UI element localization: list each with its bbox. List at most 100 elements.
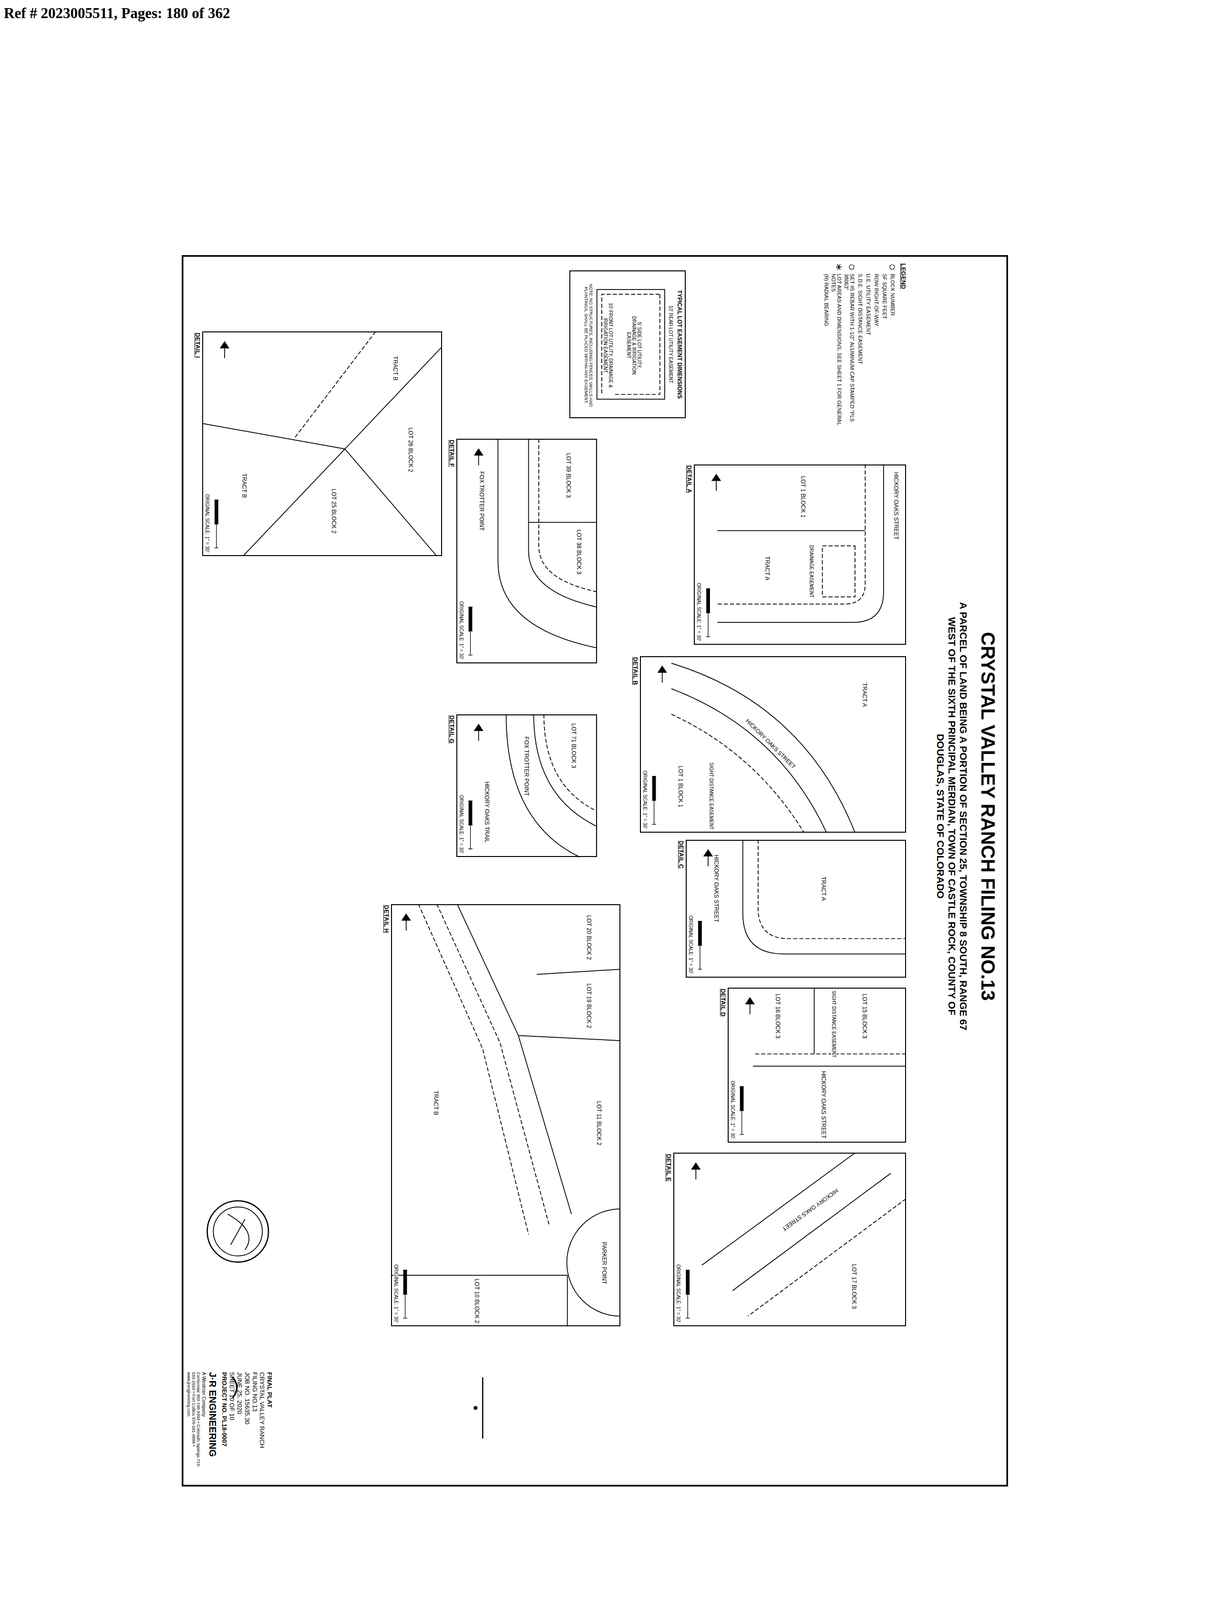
- detail-box: DETAIL EORIGINAL SCALE: 1" = 30'LOT 17 B…: [673, 1152, 907, 1327]
- plat-label: LOT 20 BLOCK 2: [585, 914, 593, 961]
- scale-note: ORIGINAL SCALE: 1" = 30': [204, 494, 210, 553]
- detail-heading: DETAIL D: [719, 988, 727, 1017]
- detail-box: DETAIL DORIGINAL SCALE: 1" = 30'LOT 15 B…: [727, 987, 907, 1143]
- plat-label: HICKORY OAKS STREET: [712, 854, 720, 923]
- plat-label: LOT 16 BLOCK 3: [774, 993, 782, 1040]
- legend-row: BLOCK NUMBER: [888, 263, 896, 429]
- detail-box: DETAIL GORIGINAL SCALE: 1" = 30'LOT 71 B…: [456, 714, 598, 857]
- scale-note: ORIGINAL SCALE: 1" = 30': [675, 1264, 681, 1323]
- easement-note: NOTE: NO STRUCTURES, INCLUDING FENCES, W…: [583, 276, 594, 415]
- detail-heading: DETAIL C: [677, 840, 685, 869]
- legend-symbol: [835, 263, 843, 274]
- scale-note: ORIGINAL SCALE: 1" = 30': [688, 915, 694, 974]
- easement-heading: TYPICAL LOT EASEMENT DIMENSIONS: [676, 273, 683, 416]
- detail-box: DETAIL BORIGINAL SCALE: 1" = 30'HICKORY …: [639, 656, 907, 833]
- detail-heading: DETAIL I: [194, 332, 202, 358]
- plat-label: LOT 17 BLOCK 3: [850, 1263, 858, 1310]
- plat-label: FOX TROTTER POINT: [523, 736, 530, 797]
- plat-label: LOT 26 BLOCK 2: [407, 426, 414, 473]
- legend-panel: LEGENDBLOCK NUMBERSF SQUARE FEETROW RIGH…: [821, 263, 908, 429]
- title-block-text: JUNE 25, 2020: [236, 1371, 244, 1470]
- legend-row: SET #5 REBAR WITH 1-1/2" ALUMINUM CAP ST…: [843, 263, 856, 429]
- detail-heading: DETAIL A: [685, 465, 693, 494]
- scale-note: ORIGINAL SCALE: 1" = 30': [730, 1080, 736, 1139]
- plat-label: LOT 11 BLOCK 2: [595, 1100, 603, 1146]
- plat-label: FOX TROTTER POINT: [478, 470, 485, 531]
- page-reference: Ref # 2023005511, Pages: 180 of 362: [3, 4, 230, 22]
- detail-heading: DETAIL E: [665, 1153, 673, 1182]
- plat-label: TRACT B: [240, 473, 248, 499]
- title-block-text: A Westrian Company: [201, 1371, 207, 1470]
- easement-note: 10' FRONT LOT UTILITY, DRAINAGE & IRRIGA…: [602, 295, 614, 396]
- easement-note: 5' SIDE LOT UTILITY, DRAINAGE & IRRIGATI…: [626, 309, 642, 382]
- plat-label: LOT 39 BLOCK 3: [565, 452, 572, 499]
- easement-note: 10' REAR LOT UTILITY EASEMENT: [668, 273, 674, 416]
- legend-row: (R) RADIAL BEARING: [822, 263, 830, 429]
- legend-text: ROW RIGHT-OF-WAY: [873, 273, 880, 327]
- detail-box: DETAIL AORIGINAL SCALE: 1" = 30'HICKORY …: [693, 464, 907, 646]
- legend-text: S.D.E. SIGHT DISTANCE EASEMENT: [857, 273, 864, 365]
- plat-label: LOT 19 BLOCK 2: [585, 982, 593, 1029]
- legend-row: SF SQUARE FEET: [880, 263, 888, 429]
- plat-label: HICKORY OAKS TRAIL: [483, 781, 491, 844]
- legend-text: SF SQUARE FEET: [881, 273, 888, 320]
- plat-illustration: [181, 255, 1009, 1487]
- detail-box: DETAIL CORIGINAL SCALE: 1" = 30'TRACT AH…: [685, 839, 907, 978]
- plat-label: TRACT A: [763, 556, 771, 581]
- sheet-title: CRYSTAL VALLEY RANCH FILING NO.13: [977, 631, 999, 1001]
- detail-heading: DETAIL F: [448, 439, 456, 467]
- legend-row: LOT AREAS AND DIMENSIONS, SEE SHEET 1 FO…: [830, 263, 843, 429]
- plat-label: LOT 71 BLOCK 3: [570, 722, 578, 769]
- scale-note: ORIGINAL SCALE: 1" = 30': [642, 770, 648, 829]
- title-block-text: FINAL PLAT: [266, 1371, 274, 1470]
- title-block-text: PROJECT NO. PL18-0007: [220, 1371, 228, 1470]
- legend-row: S.D.E. SIGHT DISTANCE EASEMENT: [856, 263, 864, 429]
- plat-label: HICKORY OAKS STREET: [892, 471, 900, 541]
- legend-symbol: [880, 263, 888, 274]
- title-block: FINAL PLATCRYSTAL VALLEY RANCH FILING NO…: [186, 1371, 274, 1470]
- legend-text: BLOCK NUMBER: [889, 273, 896, 316]
- legend-heading: LEGEND: [899, 263, 907, 289]
- title-block-text: CRYSTAL VALLEY RANCH FILING NO.13: [251, 1371, 266, 1470]
- legend-symbol: [864, 263, 872, 274]
- plat-label: TRACT B: [432, 1090, 440, 1116]
- easement-detail-box: TYPICAL LOT EASEMENT DIMENSIONS10' REAR …: [569, 270, 686, 419]
- legend-symbol: [872, 263, 880, 274]
- plat-label: LOT 1 BLOCK 1: [799, 475, 807, 518]
- plat-sheet: CRYSTAL VALLEY RANCH FILING NO.13 A PARCE…: [181, 255, 1009, 1487]
- legend-text: LOT AREAS AND DIMENSIONS, SEE SHEET 1 FO…: [830, 273, 843, 429]
- plat-label: DRAINAGE EASEMENT: [808, 544, 815, 598]
- scale-note: ORIGINAL SCALE: 1" = 30': [393, 1264, 399, 1323]
- detail-box: DETAIL FORIGINAL SCALE: 1" = 30'LOT 39 B…: [456, 438, 598, 664]
- detail-box: DETAIL HORIGINAL SCALE: 1" = 30'LOT 20 B…: [391, 904, 621, 1327]
- scale-note: ORIGINAL SCALE: 1" = 30': [458, 794, 464, 854]
- legend-row: ROW RIGHT-OF-WAY: [872, 263, 880, 429]
- plat-label: LOT 38 BLOCK 3: [575, 528, 583, 575]
- legend-symbol: [888, 263, 896, 274]
- plat-label: TRACT A: [820, 875, 827, 901]
- plat-label: HICKORY OAKS STREET: [780, 1186, 840, 1233]
- legend-text: (R) RADIAL BEARING: [823, 273, 830, 327]
- plat-label: LOT 10 BLOCK 2: [473, 1277, 481, 1324]
- plat-label: SIGHT DISTANCE EASEMENT: [708, 762, 714, 831]
- detail-heading: DETAIL B: [631, 657, 639, 686]
- scale-note: ORIGINAL SCALE: 1" = 30': [696, 582, 702, 641]
- plat-label: HICKORY OAKS STREET: [743, 717, 797, 771]
- detail-box: DETAIL IORIGINAL SCALE: 1" = 30'LOT 26 B…: [202, 331, 443, 557]
- plat-label: TRACT B: [391, 355, 399, 382]
- plat-label: LOT 1 BLOCK 1: [677, 765, 684, 808]
- legend-text: SET #5 REBAR WITH 1-1/2" ALUMINUM CAP ST…: [843, 273, 856, 429]
- legend-symbol: [856, 263, 864, 274]
- title-block-text: JOB NO. 15635.30: [243, 1371, 251, 1470]
- plat-label: HICKORY OAKS STREET: [820, 1070, 827, 1140]
- plat-label: LOT 25 BLOCK 2: [330, 488, 338, 535]
- plat-label: PARKER POINT: [600, 1241, 608, 1285]
- plat-label: SIGHT DISTANCE EASEMENT: [831, 989, 837, 1059]
- plat-label: LOT 15 BLOCK 3: [861, 993, 868, 1040]
- plat-label: TRACT A: [861, 682, 868, 708]
- sheet-subtitle: A PARCEL OF LAND BEING A PORTION OF SECT…: [934, 597, 969, 1036]
- detail-heading: DETAIL G: [448, 715, 456, 744]
- scale-note: ORIGINAL SCALE: 1" = 30': [458, 601, 464, 660]
- detail-heading: DETAIL H: [382, 905, 391, 934]
- legend-symbol: [848, 263, 856, 274]
